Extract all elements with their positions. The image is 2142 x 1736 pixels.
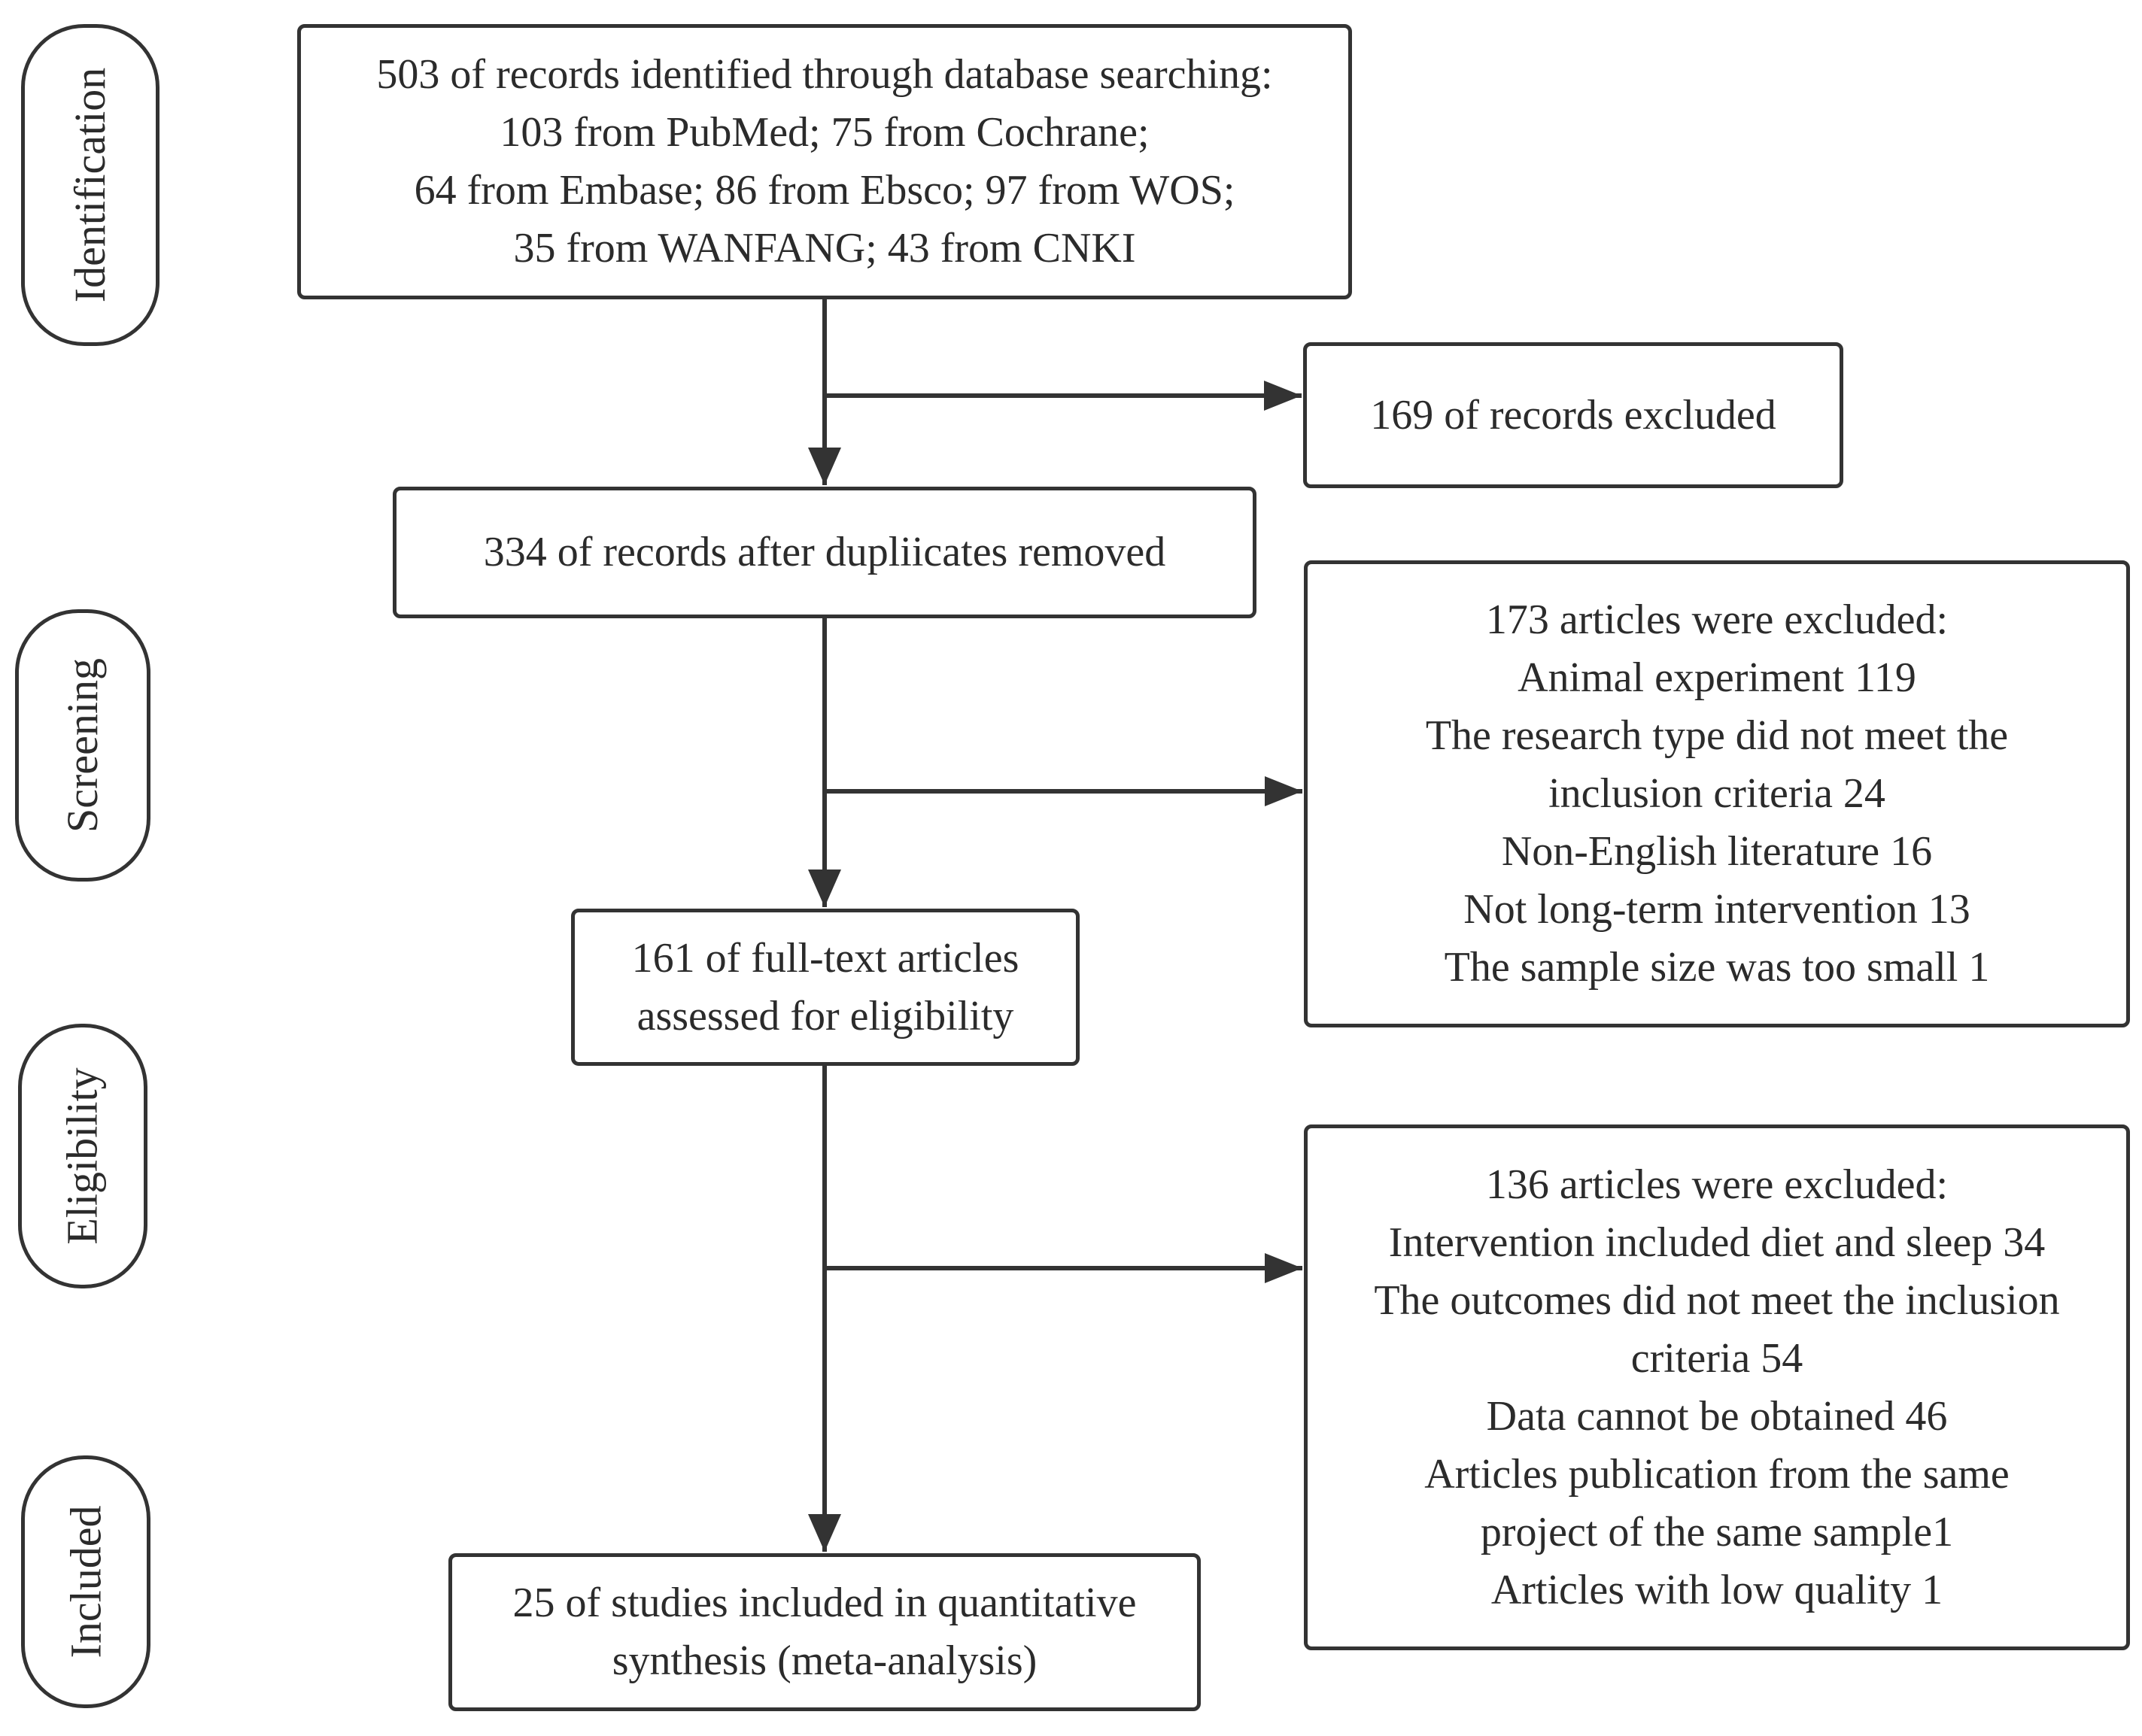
full-text-assessed-box: 161 of full-text articles assessed for e…	[571, 909, 1080, 1066]
eligibility-excluded-box: 136 articles were excluded: Intervention…	[1304, 1124, 2130, 1650]
box-line: 64 from Embase; 86 from Ebsco; 97 from W…	[414, 167, 1235, 214]
box-line: 136 articles were excluded:	[1485, 1161, 1949, 1208]
box-line: The sample size was too small 1	[1444, 944, 1990, 991]
box-line: Articles publication from the same	[1424, 1450, 2010, 1498]
stage-label: Screening	[58, 658, 108, 833]
box-line: criteria 54	[1630, 1334, 1803, 1382]
records-identified-box: 503 of records identified through databa…	[297, 24, 1352, 299]
box-line: 25 of studies included in quantitative	[512, 1580, 1137, 1626]
arrowhead-right	[1264, 381, 1302, 411]
box-line: assessed for eligibility	[637, 992, 1014, 1039]
stage-included: Included	[21, 1455, 150, 1708]
box-line: The outcomes did not meet the inclusion	[1374, 1276, 2060, 1324]
arrowhead-down	[808, 870, 841, 907]
box-line: 161 of full-text articles	[631, 934, 1019, 982]
arrowhead-down	[808, 448, 841, 485]
box-line: 503 of records identified through databa…	[376, 51, 1273, 98]
arrowhead-right	[1265, 1253, 1302, 1283]
stage-label: Eligibility	[58, 1067, 108, 1245]
box-line: Intervention included diet and sleep 34	[1388, 1219, 2046, 1266]
stage-screening: Screening	[15, 609, 150, 882]
box-line: 103 from PubMed; 75 from Cochrane;	[500, 109, 1150, 156]
box-line: Data cannot be obtained 46	[1486, 1392, 1948, 1440]
box-line: 169 of records excluded	[1370, 391, 1776, 439]
stage-label: Included	[61, 1505, 111, 1659]
arrowhead-down	[808, 1514, 841, 1552]
box-line: Animal experiment 119	[1518, 654, 1916, 701]
records-excluded-box: 169 of records excluded	[1303, 342, 1843, 488]
box-line: 173 articles were excluded:	[1485, 596, 1949, 643]
stage-label: Identification	[65, 67, 114, 303]
screening-excluded-box: 173 articles were excluded: Animal exper…	[1304, 560, 2130, 1027]
after-duplicates-box: 334 of records after dupliicates removed	[393, 487, 1256, 618]
stage-eligibility: Eligibility	[18, 1024, 147, 1288]
box-line: synthesis (meta-analysis)	[612, 1637, 1038, 1684]
box-line: 334 of records after dupliicates removed	[483, 529, 1166, 575]
studies-included-box: 25 of studies included in quantitative s…	[448, 1553, 1201, 1711]
stage-identification: Identification	[21, 24, 160, 346]
box-line: Not long-term intervention 13	[1463, 886, 1970, 933]
box-line: 35 from WANFANG; 43 from CNKI	[513, 225, 1136, 272]
box-line: inclusion criteria 24	[1548, 770, 1885, 817]
box-line: Articles with low quality 1	[1490, 1566, 1943, 1613]
box-line: The research type did not meet the	[1425, 712, 2009, 759]
arrowhead-right	[1265, 776, 1302, 806]
box-line: Non-English literature 16	[1501, 828, 1933, 875]
box-line: project of the same sample1	[1480, 1508, 1954, 1555]
